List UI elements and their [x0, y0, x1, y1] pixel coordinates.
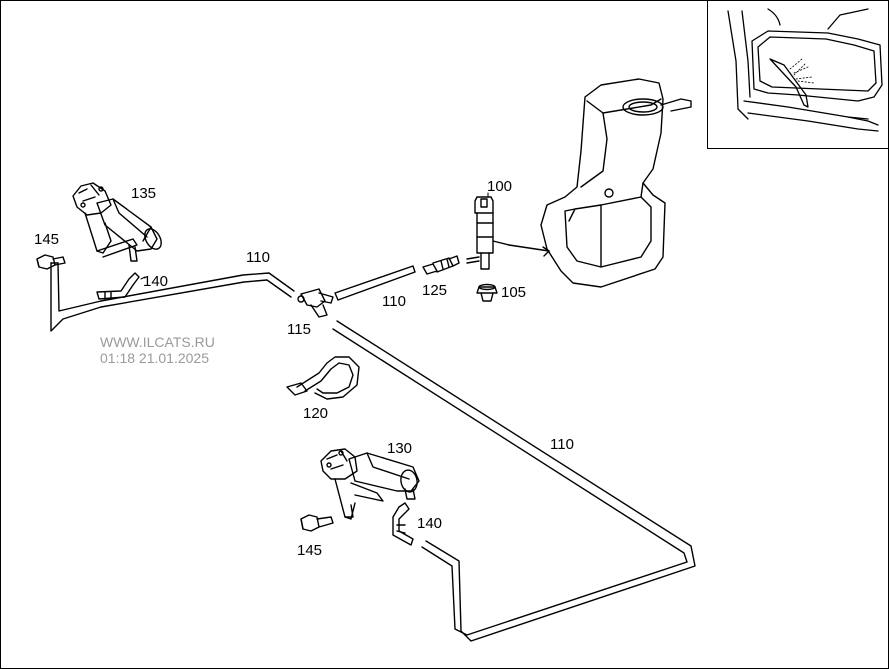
watermark-timestamp: 01:18 21.01.2025: [100, 350, 209, 366]
watermark-site: WWW.ILCATS.RU: [100, 334, 215, 350]
windshield-washer-spray-icon: [727, 8, 883, 132]
label-part-100: 100: [487, 178, 513, 195]
label-part-145-top: 145: [34, 231, 60, 248]
label-part-125: 125: [422, 282, 448, 299]
bolt-145-bottom[interactable]: [300, 514, 334, 532]
label-part-110-top: 110: [246, 249, 270, 266]
grommet-105[interactable]: [476, 283, 498, 302]
label-part-120: 120: [303, 405, 329, 422]
hose-110-left[interactable]: [50, 262, 295, 332]
label-part-105: 105: [501, 284, 527, 301]
washer-pump-100[interactable]: [466, 196, 510, 270]
label-part-110-middle: 110: [382, 293, 406, 310]
hose-110-long[interactable]: [332, 320, 696, 642]
label-part-145-bottom: 145: [297, 542, 323, 559]
washer-nozzle-135[interactable]: [72, 182, 165, 262]
label-part-135: 135: [131, 185, 157, 202]
cable-tie-120[interactable]: [286, 356, 360, 400]
inset-detail-box: [707, 1, 888, 149]
leader-lines: [140, 192, 489, 280]
t-connector-115[interactable]: [297, 288, 334, 318]
check-valve-125[interactable]: [422, 255, 460, 275]
watermark: WWW.ILCATS.RU 01:18 21.01.2025: [100, 334, 215, 366]
label-part-130: 130: [387, 440, 413, 457]
label-part-140-bottom: 140: [417, 515, 443, 532]
label-part-115: 115: [287, 321, 311, 338]
label-part-140-top: 140: [143, 273, 169, 290]
hose-110-middle[interactable]: [334, 265, 416, 301]
washer-reservoir: [508, 78, 692, 288]
bolt-145-top[interactable]: [36, 254, 66, 270]
label-part-110-right: 110: [550, 436, 574, 453]
elbow-140-bottom[interactable]: [392, 502, 414, 546]
elbow-140-top[interactable]: [96, 272, 140, 300]
washer-nozzle-130[interactable]: [320, 448, 420, 520]
